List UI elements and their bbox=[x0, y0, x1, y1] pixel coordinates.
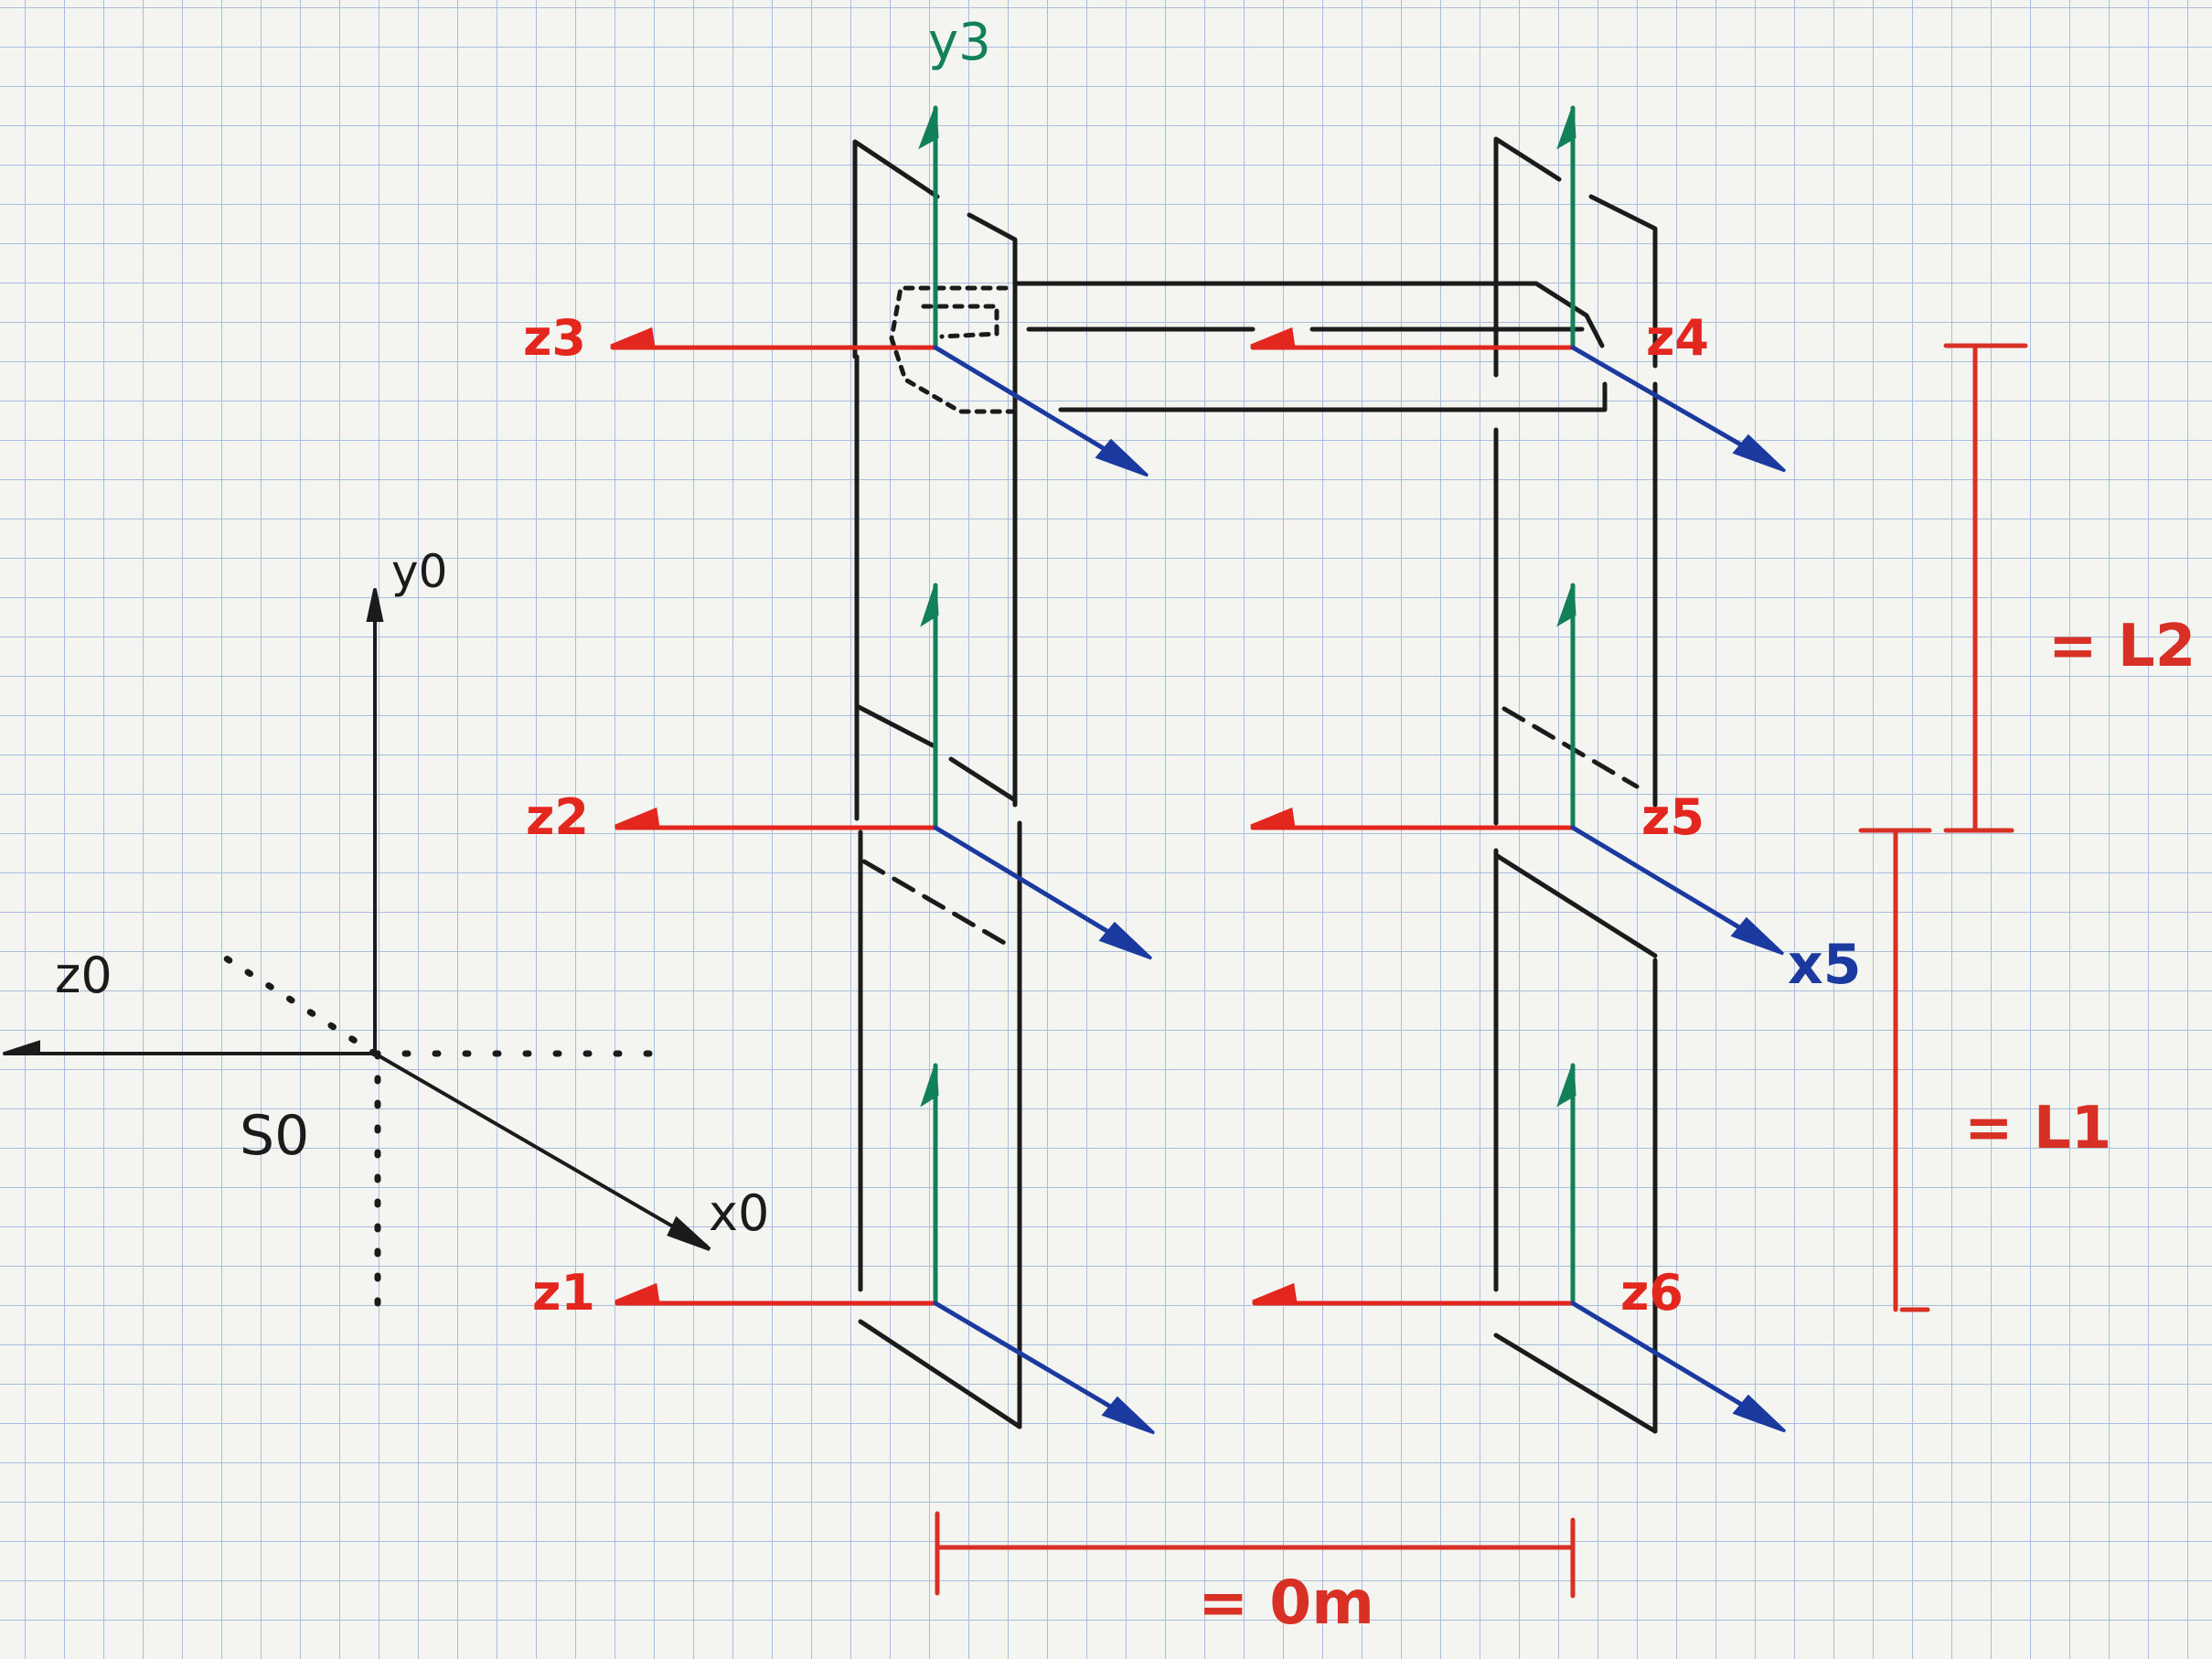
z6-arrowhead bbox=[1252, 1282, 1298, 1305]
x-arrowhead-left-low bbox=[1101, 1396, 1156, 1435]
z-axes bbox=[610, 326, 1576, 1306]
x0-arrowhead bbox=[667, 1215, 711, 1251]
x-axes bbox=[933, 345, 1787, 1435]
z0-label: z0 bbox=[55, 947, 112, 1004]
z6-label: z6 bbox=[1620, 1264, 1683, 1322]
y-arrowhead-right-top bbox=[1556, 107, 1576, 150]
z0-arrowhead bbox=[4, 1040, 40, 1055]
y-axes bbox=[918, 105, 1576, 1306]
right-mid-plate-bottom bbox=[1493, 852, 1658, 958]
y0-label: y0 bbox=[391, 545, 447, 598]
z3-arrowhead bbox=[610, 326, 656, 349]
left-mid-plate-dashed bbox=[861, 859, 1009, 947]
y0-arrowhead bbox=[366, 589, 384, 622]
y-arrowhead-right-mid bbox=[1556, 584, 1576, 627]
x0-label: x0 bbox=[709, 1184, 769, 1242]
x-arrowhead-right-low bbox=[1732, 1394, 1787, 1433]
bar-bottom-edge bbox=[1058, 381, 1608, 412]
base-frame bbox=[3, 588, 711, 1321]
z4-label: z4 bbox=[1646, 309, 1709, 367]
labels: y0 z0 x0 S0 y3 z3 z4 z2 z5 z1 z6 x5 = L2… bbox=[55, 13, 2196, 1638]
x5-label: x5 bbox=[1788, 933, 1861, 997]
left-top-plate bbox=[852, 139, 1018, 442]
z5-label: z5 bbox=[1641, 788, 1704, 846]
z2-arrowhead bbox=[614, 807, 660, 830]
z1-label: z1 bbox=[532, 1264, 595, 1322]
left-link-plates bbox=[852, 139, 1022, 1429]
right-top-plate bbox=[1493, 136, 1658, 378]
x0-axis bbox=[373, 1052, 708, 1247]
x-arrowhead-left-mid bbox=[1098, 921, 1153, 960]
x-arrowhead-right-top bbox=[1732, 433, 1787, 473]
z4-arrowhead bbox=[1250, 326, 1296, 349]
y-arrowhead-left-mid bbox=[920, 584, 939, 627]
z3-label: z3 bbox=[523, 309, 586, 367]
y3-label: y3 bbox=[928, 13, 991, 72]
y-arrowhead-left-top bbox=[918, 107, 939, 150]
z5-arrowhead bbox=[1250, 807, 1296, 830]
l2-dimension-label: = L2 bbox=[2048, 613, 2196, 680]
z1-arrowhead bbox=[614, 1282, 660, 1305]
s0-origin-label: S0 bbox=[240, 1104, 309, 1168]
left-mid-plate-top bbox=[854, 703, 1018, 803]
x5-arrowhead bbox=[1730, 916, 1785, 956]
x-arrowhead-left-top bbox=[1095, 438, 1149, 477]
y-arrowhead-left-low bbox=[920, 1065, 939, 1108]
y-arrowhead-right-low bbox=[1556, 1065, 1576, 1108]
l1-dimension-label: = L1 bbox=[1964, 1095, 2111, 1162]
connecting-link bbox=[889, 281, 1608, 414]
z2-label: z2 bbox=[526, 788, 589, 846]
om-dimension-label: = 0m bbox=[1198, 1568, 1374, 1638]
bar-top-edge bbox=[1012, 281, 1605, 348]
right-bottom-plate bbox=[1493, 1333, 1658, 1434]
bar-hidden-end bbox=[889, 285, 1018, 414]
dimension-lines bbox=[935, 343, 2028, 1599]
left-bottom-plate bbox=[858, 1319, 1022, 1429]
